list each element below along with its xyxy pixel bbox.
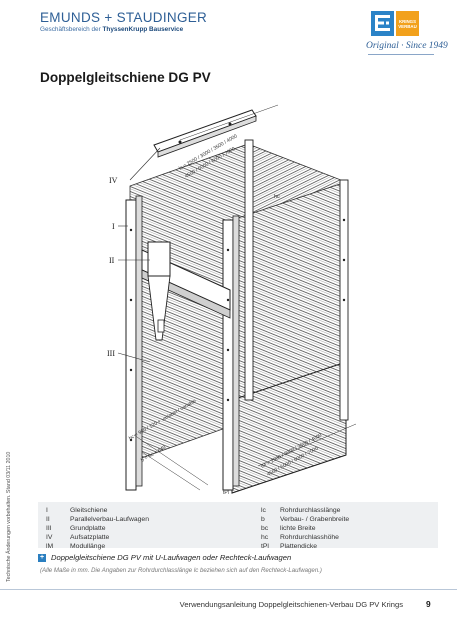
logos: KRINGS VERBAU	[371, 11, 419, 36]
label-ii: II	[109, 256, 115, 265]
side-note: Technische Änderungen vorbehalten. Stand…	[6, 451, 12, 582]
label-iv: IV	[109, 176, 118, 185]
rail-holes	[129, 218, 346, 442]
original-since-badge: Original · Since 1949	[366, 41, 448, 51]
figure-caption: + Doppelgleitschiene DG PV mit U-Laufwag…	[38, 553, 292, 562]
label-i: I	[112, 222, 115, 231]
emunds-logo-icon	[371, 11, 394, 36]
dimension-note: (Alle Maße in mm. Die Angaben zur Rohrdu…	[40, 567, 322, 574]
technical-drawing: IV I II III lc = 2500 / 3000 / 3500 / 40…	[107, 104, 357, 496]
page-number: 9	[426, 599, 431, 609]
rail-back	[244, 139, 254, 401]
plus-icon: +	[38, 553, 46, 562]
divider	[368, 54, 434, 55]
brand-header: EMUNDS + STAUDINGER Geschäftsbereich der…	[40, 10, 207, 33]
parent-company: ThyssenKrupp Bauservice	[102, 26, 184, 33]
label-iii: III	[107, 349, 115, 358]
footer-divider	[0, 589, 457, 590]
company-subline: Geschäftsbereich der ThyssenKrupp Bauser…	[40, 26, 184, 33]
dim-tpl: tPl	[223, 490, 229, 496]
krings-logo-icon: KRINGS VERBAU	[396, 11, 419, 36]
page-title: Doppelgleitschiene DG PV	[40, 70, 211, 85]
footer-title: Verwendungsanleitung Doppelgleitschienen…	[179, 600, 403, 609]
dim-h: hc	[274, 194, 280, 200]
rail-front-right	[222, 219, 234, 491]
company-name: EMUNDS + STAUDINGER	[40, 10, 208, 25]
rail-front-left	[125, 199, 137, 491]
